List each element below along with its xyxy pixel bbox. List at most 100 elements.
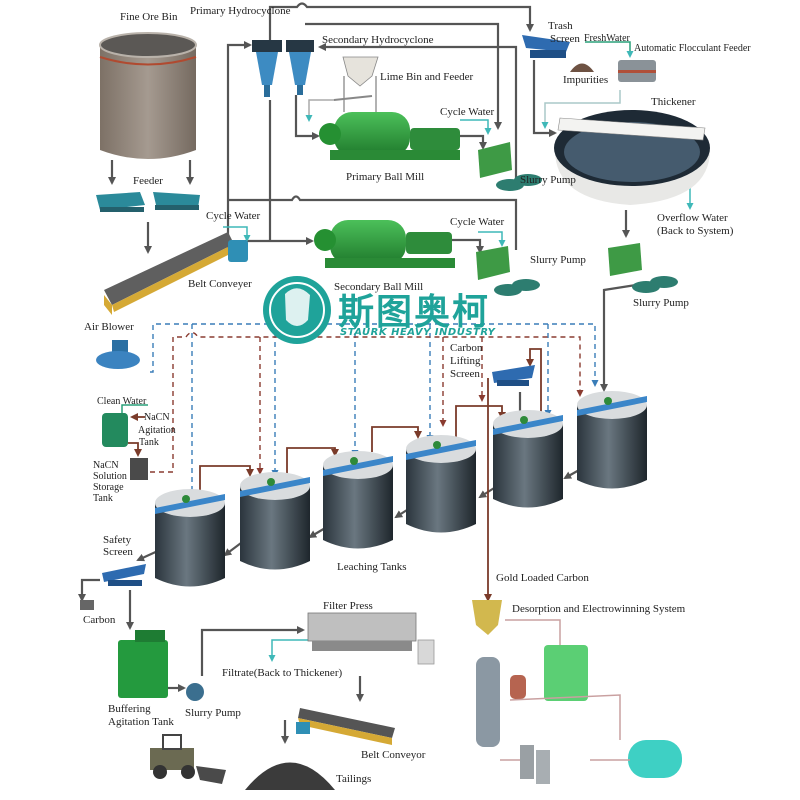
- secondary-ball-mill[interactable]: [314, 220, 455, 268]
- logo-english-text: STAURK HEAVY INDUSTRY: [340, 327, 496, 338]
- slurry-lines: [78, 2, 637, 744]
- nacn-storage-tank[interactable]: [130, 458, 148, 480]
- fine-ore-bin[interactable]: [99, 32, 197, 159]
- primary-ball-mill[interactable]: [319, 112, 460, 160]
- logo-chinese-text: 斯图奥柯: [338, 292, 491, 333]
- nacn-lines: [150, 331, 584, 475]
- secondary-hydrocyclone[interactable]: [286, 40, 314, 95]
- leaching-tank-6[interactable]: [577, 391, 647, 489]
- carbon-lines: [128, 348, 542, 602]
- label-cycle-water-2: Cycle Water: [206, 210, 261, 222]
- label-filter-press: Filter Press: [323, 600, 373, 612]
- leaching-tank-5[interactable]: [493, 410, 563, 508]
- cycle-water-2-line: [223, 226, 251, 242]
- pump-to-leach-tank: [600, 283, 637, 392]
- carbon-t2-t3: [286, 447, 339, 475]
- label-slurry-pump-1: Slurry Pump: [520, 174, 576, 186]
- label-nacn: NaCN: [144, 412, 170, 423]
- agitator-motor-icon: [433, 441, 441, 449]
- label-nacn-storage-2: Solution: [93, 471, 127, 482]
- flocculant-feeder[interactable]: [618, 60, 656, 82]
- label-tailings: Tailings: [336, 773, 372, 785]
- label-desorption-system: Desorption and Electrowinning System: [512, 603, 686, 615]
- agitation-to-storage: [128, 442, 142, 457]
- carbon-t3-t4: [371, 426, 422, 452]
- label-clean-water: Clean Water: [97, 396, 147, 407]
- label-cycle-water-1: Cycle Water: [440, 106, 495, 118]
- lime-bin-and-feeder[interactable]: [333, 56, 379, 112]
- label-primary-hydrocyclone: Primary Hydrocyclone: [190, 5, 291, 17]
- label-carbon-lifting-2: Lifting: [450, 355, 481, 367]
- label-slurry-pump-3: Slurry Pump: [633, 297, 689, 309]
- label-filtrate: Filtrate(Back to Thickener): [222, 667, 343, 679]
- leaching-tanks: [155, 391, 647, 587]
- primary-mill-to-pump: [460, 134, 487, 150]
- primary-hydrocyclone[interactable]: [252, 40, 282, 97]
- slurry-pump-4[interactable]: [186, 683, 204, 701]
- label-fresh-water: FreshWater: [584, 33, 630, 44]
- belt-conveyer[interactable]: [104, 232, 248, 315]
- carbon-t6-lifting: [526, 348, 542, 418]
- thickener[interactable]: [554, 110, 710, 205]
- flocculant-to-thickener: [541, 90, 621, 129]
- secondary-hydro-feed: [318, 43, 518, 180]
- screen-to-carbon: [78, 578, 100, 602]
- label-carbon: Carbon: [83, 614, 116, 626]
- nacn-main: [150, 331, 584, 473]
- leaching-tank-3[interactable]: [323, 451, 393, 549]
- leaching-tank-1[interactable]: [155, 489, 225, 587]
- label-primary-ball-mill: Primary Ball Mill: [346, 171, 425, 183]
- label-nacn-storage-1: NaCN: [93, 460, 119, 471]
- belt-conveyor-2[interactable]: [296, 708, 395, 745]
- impurities-pile: [570, 63, 594, 72]
- air-blower[interactable]: [96, 340, 140, 369]
- carbon-t4-t5: [455, 405, 506, 440]
- air-main: [150, 323, 599, 387]
- label-agitation-tank-1: Agitation: [138, 425, 176, 436]
- agitator-motor-icon: [520, 416, 528, 424]
- slurry-pump-3[interactable]: [608, 243, 678, 293]
- pump2-to-primary-hydro: [228, 195, 518, 250]
- feeder-right[interactable]: [153, 192, 200, 210]
- label-slurry-pump-4: Slurry Pump: [185, 707, 241, 719]
- wheel-loader: [150, 734, 226, 784]
- carbon-lifting-screen[interactable]: [492, 365, 535, 386]
- leaching-tank-4[interactable]: [406, 435, 476, 533]
- secondary-hydro-overflow: [305, 22, 502, 130]
- label-carbon-lifting-3: Screen: [450, 368, 480, 380]
- agitator-motor-icon: [604, 397, 612, 405]
- label-fine-ore-bin: Fine Ore Bin: [120, 11, 178, 23]
- secondary-mill-to-pump: [450, 238, 484, 254]
- label-nacn-storage-3: Storage: [93, 482, 124, 493]
- buffering-agitation-tank[interactable]: [118, 630, 168, 698]
- label-nacn-storage-4: Tank: [93, 493, 113, 504]
- slurry-pump-1[interactable]: [478, 142, 542, 191]
- label-trash-screen-1: Trash: [548, 20, 573, 32]
- label-leaching-tanks: Leaching Tanks: [337, 561, 407, 573]
- nacn-agitation-tank[interactable]: [102, 413, 128, 447]
- trash-screen-to-thickener: [532, 60, 557, 137]
- label-carbon-lifting-1: Carbon: [450, 342, 483, 354]
- leaching-tank-2[interactable]: [240, 472, 310, 570]
- carbon-t1-t2: [199, 465, 254, 492]
- filtrate-line: [268, 639, 308, 662]
- agitator-motor-icon: [267, 478, 275, 486]
- label-safety-screen-1: Safety: [103, 534, 132, 546]
- tailings-pile: [245, 762, 335, 790]
- feeder-left[interactable]: [96, 192, 145, 212]
- trash-screen[interactable]: [522, 35, 570, 58]
- label-safety-screen-2: Screen: [103, 546, 133, 558]
- cycle-water-1-line: [460, 119, 492, 135]
- label-overflow-water-1: Overflow Water: [657, 212, 728, 224]
- agitator-motor-icon: [182, 495, 190, 503]
- slurry-pump-2[interactable]: [476, 246, 540, 296]
- desorption-electrowinning-system[interactable]: [472, 600, 682, 784]
- primary-hydro-overflow: [268, 2, 534, 40]
- lime-feed-line: [305, 99, 335, 122]
- carbon-bin: [80, 600, 94, 610]
- cycle-water-3-line: [478, 231, 506, 247]
- label-slurry-pump-2: Slurry Pump: [530, 254, 586, 266]
- safety-screen[interactable]: [102, 564, 146, 586]
- filter-press[interactable]: [307, 612, 435, 665]
